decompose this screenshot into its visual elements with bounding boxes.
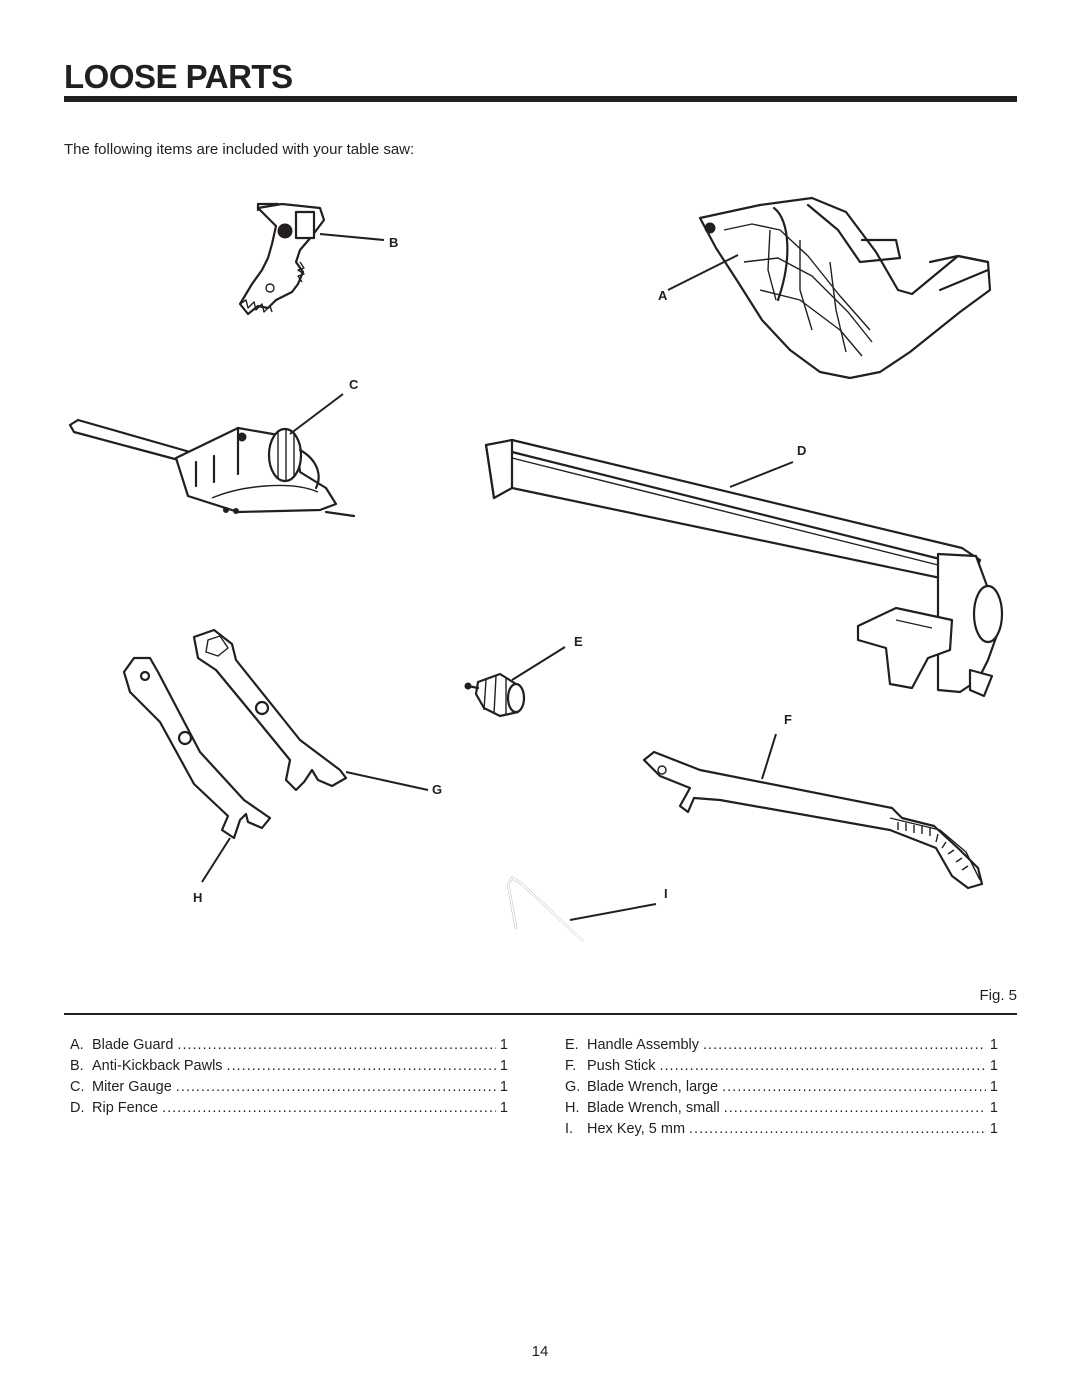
- parts-list-item: I. Hex Key, 5 mm 1: [565, 1119, 998, 1140]
- handle-assembly-drawing: [464, 672, 526, 718]
- part-name: Push Stick: [587, 1058, 656, 1074]
- part-name: Rip Fence: [92, 1100, 159, 1116]
- part-quantity: 1: [989, 1058, 998, 1074]
- part-name: Hex Key, 5 mm: [587, 1121, 686, 1137]
- page-title: LOOSE PARTS: [64, 58, 293, 95]
- part-letter: I.: [565, 1121, 574, 1137]
- intro-text: The following items are included with yo…: [64, 141, 415, 158]
- part-name: Blade Guard: [92, 1037, 174, 1053]
- dot-leader: [660, 1056, 986, 1077]
- parts-figure: B A C D E F G H I: [0, 180, 1080, 980]
- miter-gauge-drawing: [68, 418, 356, 518]
- dot-leader: [722, 1077, 986, 1098]
- part-quantity: 1: [499, 1058, 508, 1074]
- blade-wrench-large-drawing: [192, 628, 348, 792]
- parts-list-item: D. Rip Fence 1: [70, 1098, 508, 1119]
- dot-leader: [177, 1035, 496, 1056]
- figure-rule: [64, 1013, 1017, 1015]
- parts-list-item: C. Miter Gauge 1: [70, 1077, 508, 1098]
- callout-c: C: [349, 377, 359, 392]
- dot-leader: [703, 1035, 986, 1056]
- parts-list-item: G. Blade Wrench, large 1: [565, 1077, 998, 1098]
- part-name: Anti-Kickback Pawls: [92, 1058, 223, 1074]
- title-rule: [64, 96, 1017, 102]
- part-quantity: 1: [499, 1037, 508, 1053]
- part-letter: B.: [70, 1058, 84, 1074]
- callout-b: B: [389, 235, 399, 250]
- parts-illustration: [68, 196, 1004, 942]
- part-name: Blade Wrench, small: [587, 1100, 720, 1116]
- dot-leader: [162, 1098, 496, 1119]
- rip-fence-drawing: [484, 438, 1004, 698]
- callout-a: A: [658, 288, 668, 303]
- part-quantity: 1: [499, 1100, 508, 1116]
- callout-e: E: [574, 634, 583, 649]
- hex-key-drawing: [506, 876, 584, 942]
- part-name: Handle Assembly: [587, 1037, 700, 1053]
- part-quantity: 1: [989, 1121, 998, 1137]
- callout-g: G: [432, 782, 443, 797]
- part-letter: D.: [70, 1100, 85, 1116]
- part-quantity: 1: [499, 1079, 508, 1095]
- blade-guard-drawing: [698, 196, 992, 380]
- part-letter: A.: [70, 1037, 84, 1053]
- part-quantity: 1: [989, 1100, 998, 1116]
- parts-list-item: H. Blade Wrench, small 1: [565, 1098, 998, 1119]
- dot-leader: [227, 1056, 496, 1077]
- blade-wrench-small-drawing: [122, 656, 272, 840]
- part-name: Blade Wrench, large: [587, 1079, 719, 1095]
- parts-list-item: A. Blade Guard 1: [70, 1035, 508, 1056]
- dot-leader: [689, 1119, 986, 1140]
- callout-i: I: [664, 886, 668, 901]
- part-letter: E.: [565, 1037, 579, 1053]
- dot-leader: [724, 1098, 986, 1119]
- part-quantity: 1: [989, 1037, 998, 1053]
- parts-list-left: A. Blade Guard 1 B. Anti-Kickback Pawls …: [70, 1035, 508, 1119]
- part-quantity: 1: [989, 1079, 998, 1095]
- callout-h: H: [193, 890, 203, 905]
- part-letter: G.: [565, 1079, 581, 1095]
- part-letter: F.: [565, 1058, 577, 1074]
- figure-caption: Fig. 5: [979, 987, 1017, 1004]
- page-number: 14: [531, 1343, 549, 1360]
- part-name: Miter Gauge: [92, 1079, 172, 1095]
- part-letter: H.: [565, 1100, 580, 1116]
- push-stick-drawing: [642, 750, 984, 890]
- parts-list-item: E. Handle Assembly 1: [565, 1035, 998, 1056]
- callout-f: F: [784, 712, 792, 727]
- parts-list-item: B. Anti-Kickback Pawls 1: [70, 1056, 508, 1077]
- parts-list-right: E. Handle Assembly 1 F. Push Stick 1 G. …: [565, 1035, 998, 1140]
- anti-kickback-pawls-drawing: [238, 202, 326, 316]
- parts-list-item: F. Push Stick 1: [565, 1056, 998, 1077]
- callout-d: D: [797, 443, 807, 458]
- part-letter: C.: [70, 1079, 85, 1095]
- dot-leader: [176, 1077, 496, 1098]
